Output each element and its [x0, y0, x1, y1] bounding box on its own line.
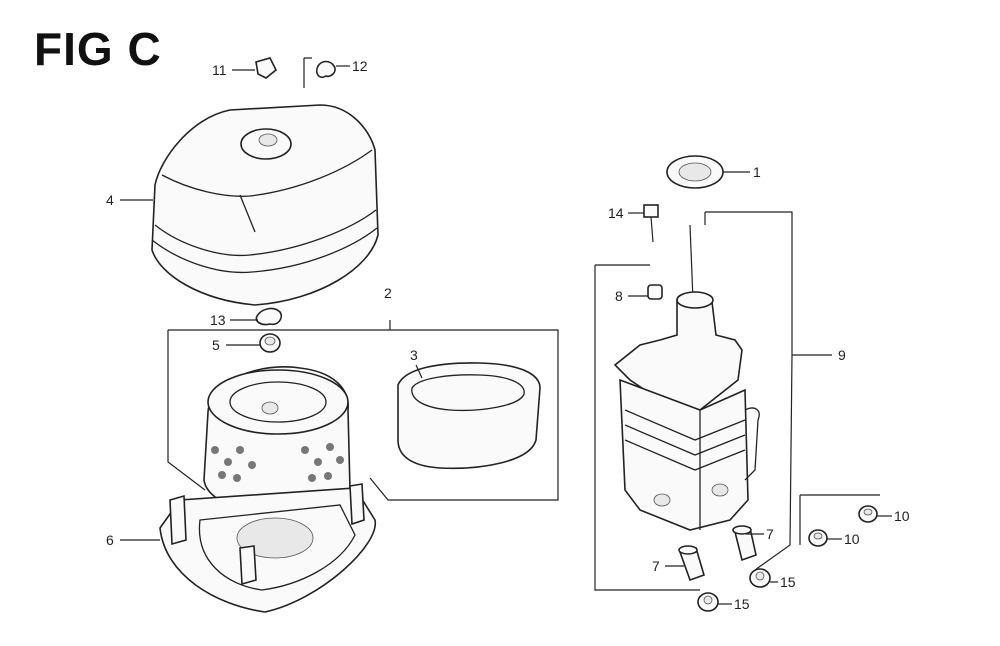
label-part-4: 4	[106, 192, 114, 208]
label-part-6: 6	[106, 532, 114, 548]
label-part-7-left: 7	[652, 558, 660, 574]
label-part-11: 11	[212, 62, 227, 78]
label-part-13: 13	[210, 312, 226, 328]
label-part-5: 5	[212, 337, 220, 353]
label-part-14: 14	[608, 205, 624, 221]
air-cleaner-cover[interactable]	[151, 104, 379, 306]
figure-title: FIG C	[34, 23, 162, 75]
clip-part-15-right[interactable]	[749, 568, 771, 588]
air-cleaner-base-part-6[interactable]	[159, 483, 376, 613]
wing-nut-part-12[interactable]	[303, 57, 336, 88]
seal-part-1[interactable]	[666, 155, 724, 189]
label-part-12: 12	[352, 58, 368, 74]
bolt-part-11[interactable]	[255, 57, 278, 79]
tube-part-7-right[interactable]	[732, 525, 757, 562]
part-labels: 11 12 4 2 13 5 3 6 1 14 8 9 7 7 10 10 15…	[106, 58, 910, 612]
label-part-2: 2	[384, 285, 392, 301]
bracket-part-2	[167, 320, 559, 501]
label-part-7-right: 7	[766, 526, 774, 542]
label-part-15-left: 15	[734, 596, 750, 612]
label-part-10-lower: 10	[844, 531, 860, 547]
air-cleaner-case-part-9[interactable]	[613, 224, 760, 531]
label-part-10-upper: 10	[894, 508, 910, 524]
label-part-3: 3	[410, 347, 418, 363]
air-filter-element[interactable]	[203, 366, 351, 516]
foam-element-part-3[interactable]	[397, 362, 541, 470]
nut-part-10-lower[interactable]	[808, 529, 828, 547]
label-part-9: 9	[838, 347, 846, 363]
bracket-part-9	[594, 211, 832, 591]
grommet-part-5[interactable]	[259, 333, 281, 353]
leader-lines	[120, 65, 892, 605]
bolt-part-14[interactable]	[643, 204, 659, 243]
wing-nut-part-13[interactable]	[255, 307, 283, 326]
label-part-15-right: 15	[780, 574, 796, 590]
clip-part-15-left[interactable]	[697, 592, 719, 612]
collar-part-8[interactable]	[647, 284, 663, 300]
label-part-1: 1	[753, 164, 761, 180]
tube-part-7-left[interactable]	[678, 545, 705, 582]
label-part-8: 8	[615, 288, 623, 304]
bracket-part-10	[799, 494, 880, 545]
nut-part-10-upper[interactable]	[858, 505, 878, 523]
